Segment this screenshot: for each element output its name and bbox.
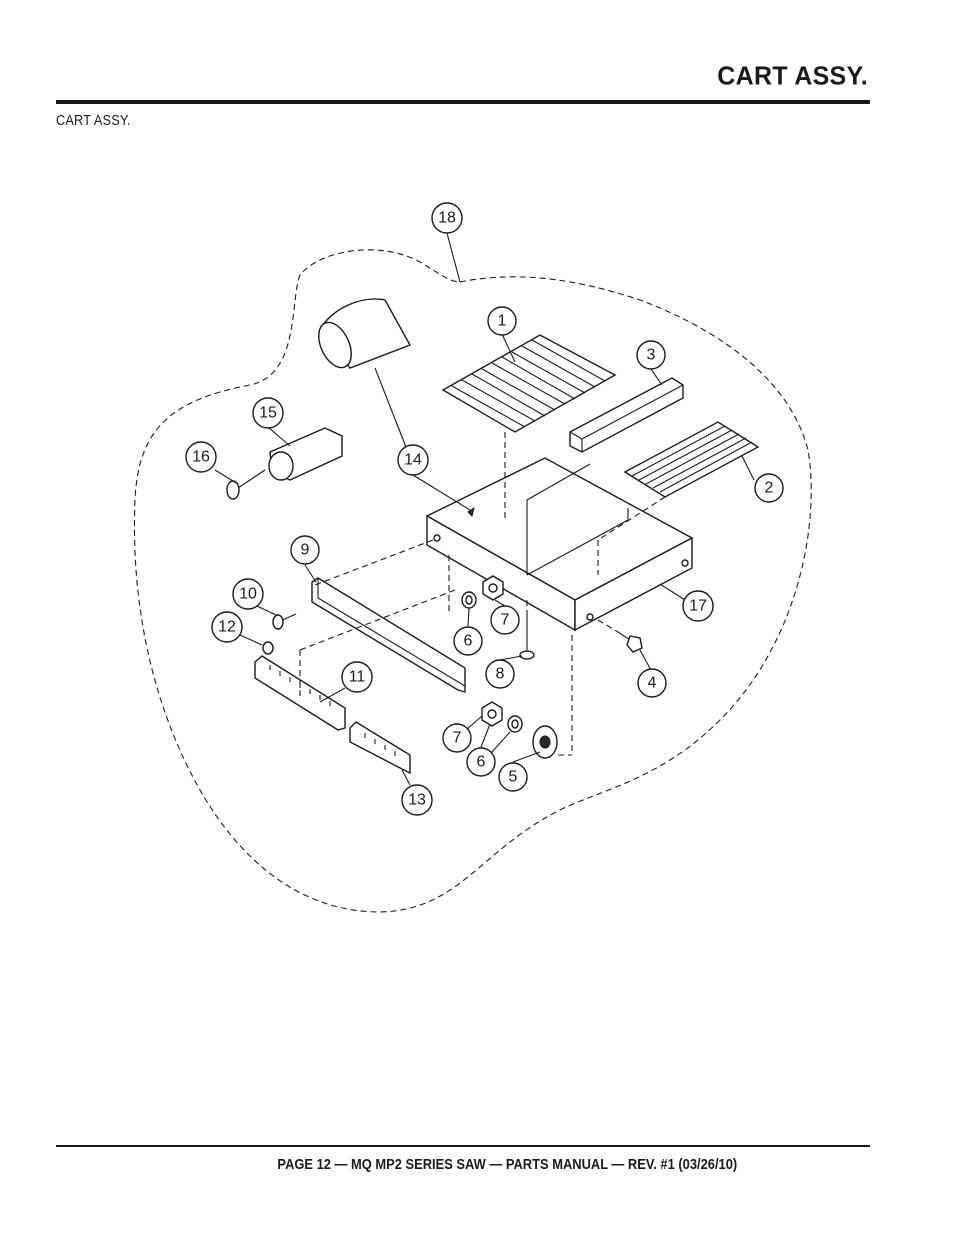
nut-7-lower xyxy=(481,701,503,727)
callout-7-upper: 7 xyxy=(490,605,520,635)
callout-12: 12 xyxy=(211,611,243,643)
svg-text:13: 13 xyxy=(408,792,426,809)
handle-grip xyxy=(268,427,343,481)
svg-text:17: 17 xyxy=(689,598,707,615)
nut-7-upper xyxy=(482,575,504,601)
grip-mat-top xyxy=(441,334,617,433)
callout-6-upper: 6 xyxy=(453,626,483,656)
screw-10 xyxy=(272,613,297,630)
svg-text:10: 10 xyxy=(239,586,257,603)
svg-text:12: 12 xyxy=(218,619,236,636)
callout-9: 9 xyxy=(290,535,320,565)
callout-8: 8 xyxy=(485,659,515,689)
callout-6-lower: 6 xyxy=(466,747,496,777)
footer-text: PAGE 12 — MQ MP2 SERIES SAW — PARTS MANU… xyxy=(277,1156,737,1173)
callout-5: 5 xyxy=(498,762,528,792)
grip-mat-side xyxy=(623,421,760,498)
svg-text:15: 15 xyxy=(259,405,277,422)
handle-screw xyxy=(226,469,266,500)
svg-text:11: 11 xyxy=(349,669,366,686)
kit-boundary-outline xyxy=(133,249,812,913)
callout-1: 1 xyxy=(487,306,517,336)
svg-text:3: 3 xyxy=(647,347,656,364)
svg-text:18: 18 xyxy=(438,210,456,227)
svg-text:14: 14 xyxy=(404,452,422,469)
callout-18: 18 xyxy=(431,202,463,234)
svg-text:4: 4 xyxy=(648,675,657,692)
callout-16: 16 xyxy=(185,441,217,473)
callout-4: 4 xyxy=(637,668,667,698)
callout-17: 17 xyxy=(682,590,714,622)
callout-7-lower: 7 xyxy=(442,723,472,753)
svg-text:7: 7 xyxy=(501,612,510,629)
screw-12 xyxy=(262,641,274,655)
svg-text:6: 6 xyxy=(464,633,473,650)
svg-text:8: 8 xyxy=(496,666,505,683)
callout-13: 13 xyxy=(401,784,433,816)
scale-short xyxy=(349,721,411,775)
washer-6-upper xyxy=(461,591,477,609)
svg-text:6: 6 xyxy=(477,754,486,771)
svg-text:7: 7 xyxy=(453,730,462,747)
callout-10: 10 xyxy=(232,578,264,610)
callout-14: 14 xyxy=(397,444,429,476)
callout-15: 15 xyxy=(252,397,284,429)
page-title: CART ASSY. xyxy=(717,61,868,91)
svg-text:2: 2 xyxy=(765,480,774,497)
bolt-8 xyxy=(519,612,535,660)
washer-6-lower xyxy=(507,715,523,733)
svg-text:16: 16 xyxy=(192,449,210,466)
rail-bar xyxy=(569,377,684,453)
cart-body xyxy=(425,457,694,632)
callout-3: 3 xyxy=(636,340,666,370)
wheel-5 xyxy=(532,725,558,759)
callout-11: 11 xyxy=(341,661,373,693)
mounting-bracket xyxy=(311,577,466,693)
decal-roll xyxy=(318,298,412,369)
svg-text:1: 1 xyxy=(498,313,507,330)
page-footer: PAGE 12 — MQ MP2 SERIES SAW — PARTS MANU… xyxy=(0,1156,954,1173)
footer-rule xyxy=(56,1145,870,1147)
section-subtitle: CART ASSY. xyxy=(56,112,131,129)
svg-text:5: 5 xyxy=(509,769,518,786)
bolt-4 xyxy=(617,631,643,653)
assembly-guide-lines xyxy=(299,432,666,756)
header-rule xyxy=(56,100,870,104)
svg-text:9: 9 xyxy=(301,542,310,559)
callout-2: 2 xyxy=(754,473,784,503)
